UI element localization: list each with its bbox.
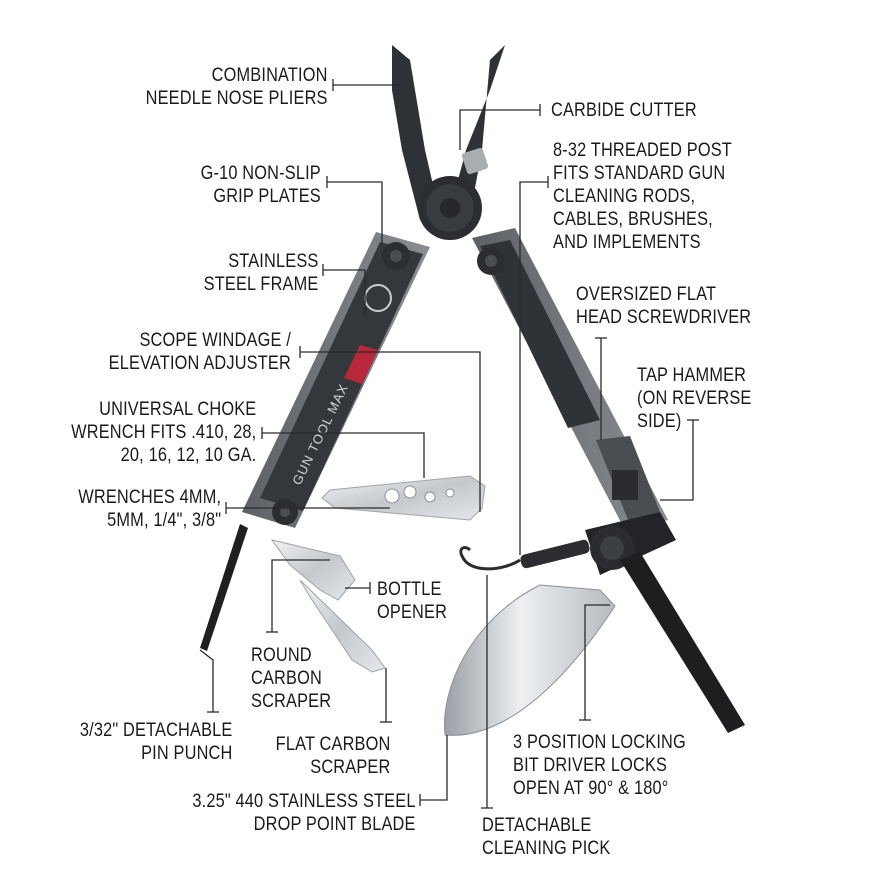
callout-tap-hammer-line-2: (ON REVERSE (637, 388, 752, 409)
callout-carbide-cutter-line-1: CARBIDE CUTTER (551, 100, 697, 121)
right-handle (472, 228, 668, 532)
callout-threaded-post-line-4: CABLES, BRUSHES, (553, 209, 713, 230)
callout-bit-driver-line-3: OPEN AT 90° & 180° (513, 778, 669, 799)
callout-choke-wrench-line-3: 20, 16, 12, 10 GA. (120, 445, 256, 466)
callout-flat-screwdriver-line-1: OVERSIZED FLAT (576, 284, 717, 305)
callout-pliers: COMBINATION NEEDLE NOSE PLIERS (146, 64, 328, 110)
callout-flat-screwdriver: OVERSIZED FLAT HEAD SCREWDRIVER (576, 283, 751, 329)
callout-round-scraper-line-3: SCRAPER (251, 691, 332, 712)
callout-threaded-post-line-3: CLEANING RODS, (553, 186, 696, 207)
callout-pin-punch: 3/32" DETACHABLE PIN PUNCH (79, 719, 232, 765)
callout-round-scraper-line-1: ROUND (251, 645, 312, 666)
pin-punch (200, 524, 248, 651)
callout-cleaning-pick: DETACHABLE CLEANING PICK (482, 814, 610, 860)
callout-grip-plates-line-2: GRIP PLATES (213, 186, 321, 207)
callout-steel-frame-line-1: STAINLESS (227, 251, 318, 272)
callout-bottle-opener-line-2: OPENER (377, 602, 448, 623)
callout-cleaning-pick-line-1: DETACHABLE (482, 815, 592, 836)
callout-blade-line-2: DROP POINT BLADE (254, 814, 416, 835)
callout-grip-plates: G-10 NON-SLIP GRIP PLATES (201, 162, 321, 208)
callout-threaded-post-line-5: AND IMPLEMENTS (553, 232, 701, 253)
callout-bottle-opener: BOTTLE OPENER (377, 578, 447, 624)
callout-bottle-opener-line-1: BOTTLE (377, 579, 442, 600)
callout-choke-wrench: UNIVERSAL CHOKE WRENCH FITS .410, 28, 20… (71, 398, 256, 467)
callout-bit-driver-line-2: BIT DRIVER LOCKS (513, 755, 668, 776)
callout-steel-frame-line-2: STEEL FRAME (203, 274, 318, 295)
callout-wrenches: WRENCHES 4MM, 5MM, 1/4", 3/8" (78, 486, 221, 532)
callout-tap-hammer-line-3: SIDE) (637, 411, 682, 432)
callout-scope-adjuster: SCOPE WINDAGE / ELEVATION ADJUSTER (109, 329, 291, 375)
callout-threaded-post: 8-32 THREADED POST FITS STANDARD GUN CLE… (553, 139, 732, 254)
left-handle: GUN TOOL MAX (242, 232, 430, 528)
callout-flat-screwdriver-line-2: HEAD SCREWDRIVER (576, 307, 752, 328)
callout-cleaning-pick-line-2: CLEANING PICK (482, 838, 611, 859)
callout-scope-adjuster-line-2: ELEVATION ADJUSTER (108, 353, 291, 374)
callout-choke-wrench-line-1: UNIVERSAL CHOKE (98, 399, 257, 420)
callout-grip-plates-line-1: G-10 NON-SLIP (200, 163, 321, 184)
callout-steel-frame: STAINLESS STEEL FRAME (203, 250, 318, 296)
callout-carbide-cutter: CARBIDE CUTTER (551, 99, 697, 122)
callout-blade: 3.25" 440 STAINLESS STEEL DROP POINT BLA… (193, 790, 416, 836)
cleaning-pick (459, 546, 521, 571)
knife-blade (443, 584, 616, 736)
callout-threaded-post-line-2: FITS STANDARD GUN (553, 163, 726, 184)
callout-choke-wrench-line-2: WRENCH FITS .410, 28, (70, 422, 256, 443)
pliers-jaws (392, 45, 505, 240)
scraper-tools (270, 539, 386, 673)
wrench-plate (321, 475, 486, 521)
callout-tap-hammer: TAP HAMMER (ON REVERSE SIDE) (637, 364, 751, 433)
callout-pin-punch-line-2: PIN PUNCH (140, 743, 232, 764)
callout-bit-driver: 3 POSITION LOCKING BIT DRIVER LOCKS OPEN… (513, 731, 686, 800)
callout-pliers-line-1: COMBINATION (212, 65, 328, 86)
callout-pin-punch-line-1: 3/32" DETACHABLE (79, 720, 232, 741)
callout-flat-scraper-line-1: FLAT CARBON (275, 734, 390, 755)
callout-flat-scraper: FLAT CARBON SCRAPER (275, 733, 390, 779)
callout-wrenches-line-2: 5MM, 1/4", 3/8" (106, 510, 221, 531)
callout-round-scraper: ROUND CARBON SCRAPER (251, 644, 331, 713)
callout-pliers-line-2: NEEDLE NOSE PLIERS (146, 88, 328, 109)
bit-driver (520, 512, 745, 733)
callout-threaded-post-line-1: 8-32 THREADED POST (553, 140, 732, 161)
callout-blade-line-1: 3.25" 440 STAINLESS STEEL (192, 791, 416, 812)
callout-round-scraper-line-2: CARBON (251, 668, 322, 689)
callout-wrenches-line-1: WRENCHES 4MM, (78, 487, 221, 508)
callout-bit-driver-line-1: 3 POSITION LOCKING (513, 732, 686, 753)
callout-scope-adjuster-line-1: SCOPE WINDAGE / (139, 330, 291, 351)
leader-lines (199, 79, 699, 809)
callout-flat-scraper-line-2: SCRAPER (309, 757, 390, 778)
callout-tap-hammer-line-1: TAP HAMMER (637, 365, 747, 386)
